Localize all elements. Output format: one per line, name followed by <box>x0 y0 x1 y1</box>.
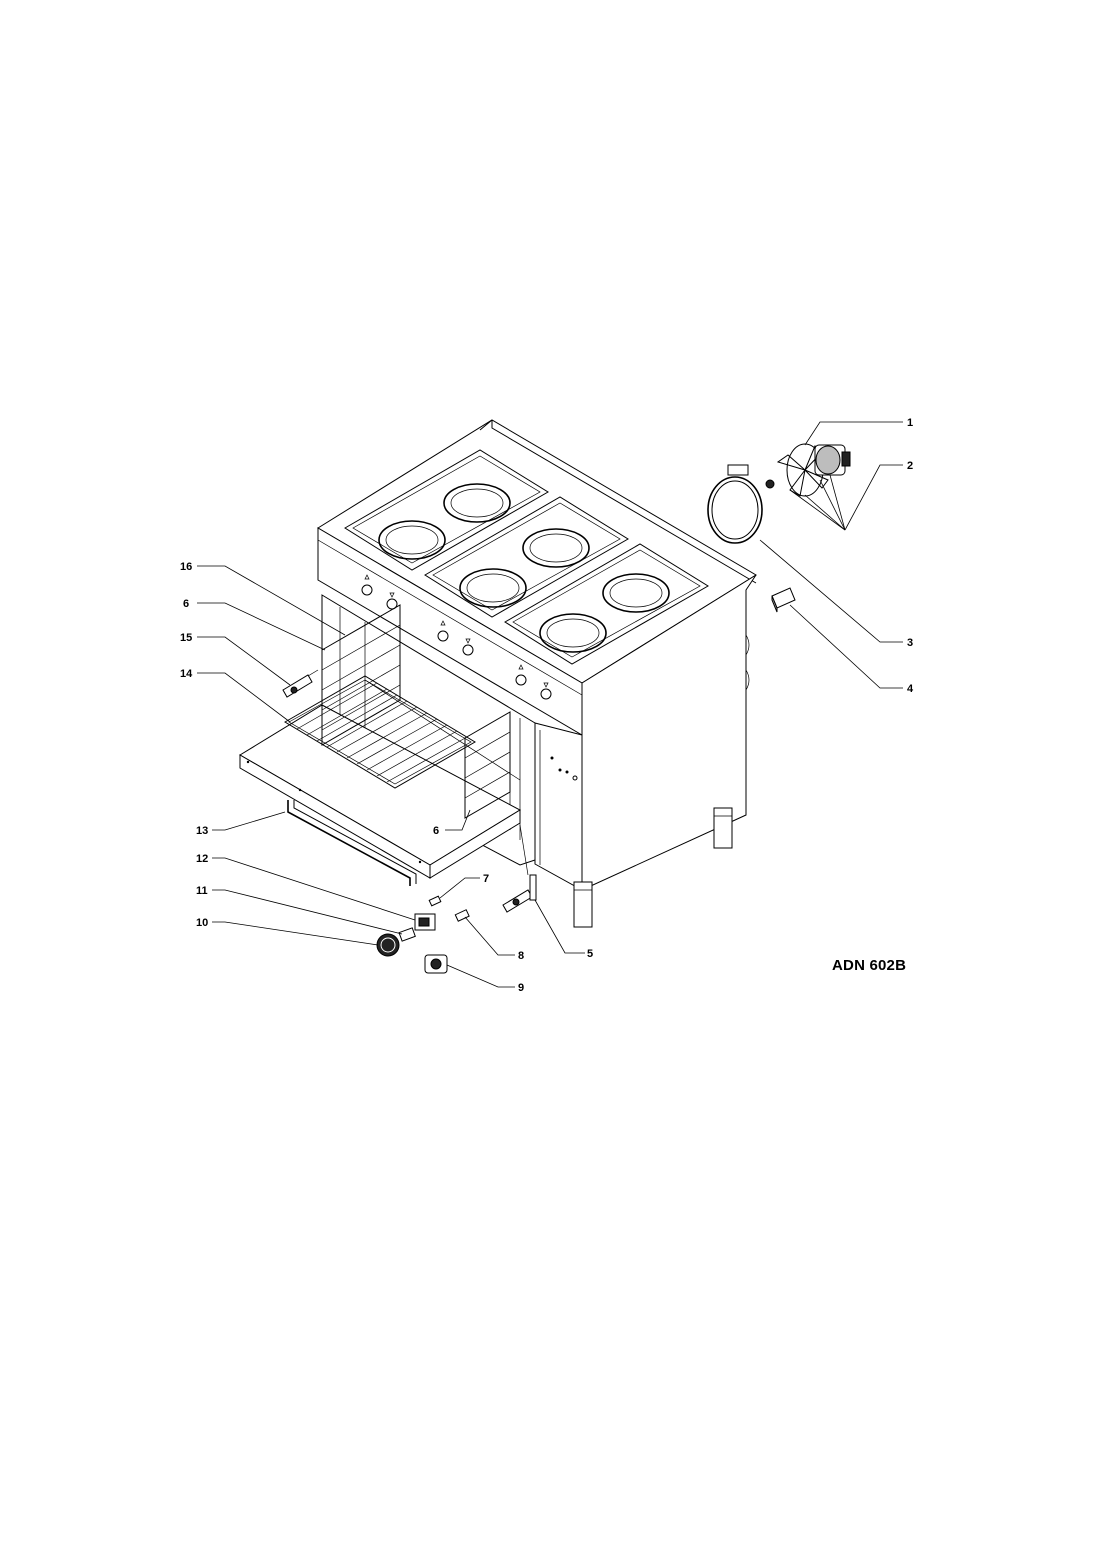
element-bracket <box>727 464 749 476</box>
hotplate <box>443 483 511 523</box>
door-hinge-right <box>502 824 537 913</box>
rear-right-leg <box>713 807 733 849</box>
part-12-switch <box>414 913 436 931</box>
thermostat-bulb-holder <box>771 587 796 613</box>
callout-7: 7 <box>483 873 489 885</box>
hotplate <box>602 573 670 613</box>
part-11-indicator <box>398 927 416 942</box>
panel-knob <box>462 644 474 656</box>
right-side-rack <box>464 711 511 819</box>
hotplate <box>522 528 590 568</box>
fan-nut <box>765 479 775 489</box>
part-10-knob <box>376 933 400 957</box>
panel-knobs <box>361 574 552 700</box>
hob-well-3 <box>504 543 709 665</box>
hotplate <box>539 613 607 653</box>
callout-5: 5 <box>587 948 593 960</box>
callout-6-lower: 6 <box>433 825 439 837</box>
callout-12: 12 <box>196 853 208 865</box>
part-7-screw <box>428 895 442 907</box>
callout-3: 3 <box>907 637 913 649</box>
callout-14: 14 <box>180 668 193 680</box>
rack-wires <box>296 682 468 783</box>
fan-motor-assembly <box>765 443 851 497</box>
oven-shelf-rack <box>284 675 476 789</box>
callout-16: 16 <box>180 561 192 573</box>
callout-4: 4 <box>907 683 914 695</box>
panel-knob <box>386 598 398 610</box>
callout-1: 1 <box>907 417 913 429</box>
oven-knob <box>376 933 400 957</box>
callout-15: 15 <box>180 632 192 644</box>
callout-10: 10 <box>196 917 208 929</box>
panel-knob <box>437 630 449 642</box>
cabinet-side-door <box>534 722 583 891</box>
callout-2: 2 <box>907 460 913 472</box>
panel-knob <box>540 688 552 700</box>
panel-knob <box>515 674 527 686</box>
circular-heating-element <box>707 464 763 544</box>
callout-8: 8 <box>518 950 524 962</box>
callout-11: 11 <box>196 885 208 897</box>
left-side-rack <box>321 604 401 746</box>
oven-door <box>239 704 522 886</box>
door-hinge-left <box>282 669 319 698</box>
hotplates <box>378 483 670 653</box>
callout-6-upper: 6 <box>183 598 189 610</box>
door-handle <box>287 800 411 886</box>
panel-knob <box>361 584 373 596</box>
callout-9: 9 <box>518 982 524 994</box>
hotplate <box>459 568 527 608</box>
leader-lines <box>197 421 903 988</box>
model-label: ADN 602B <box>832 957 907 974</box>
front-right-leg <box>573 881 593 928</box>
callout-numbers: 1 2 3 4 5 6 6 7 8 9 10 11 12 13 14 15 16 <box>180 417 914 994</box>
part-8-bushing <box>454 909 470 922</box>
part-9-thermostat <box>424 954 448 974</box>
hotplate <box>378 520 446 560</box>
oven-racks <box>284 604 511 819</box>
callout-13: 13 <box>196 825 208 837</box>
